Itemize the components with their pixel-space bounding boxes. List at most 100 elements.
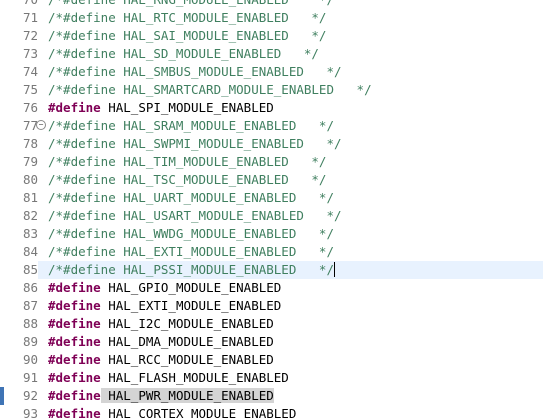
code-text: /*#define HAL_SAI_MODULE_ENABLED */ — [48, 27, 326, 45]
code-line[interactable]: 76 #define HAL_SPI_MODULE_ENABLED — [0, 99, 543, 117]
code-text: /*#define HAL_PSSI_MODULE_ENABLED */ — [48, 261, 335, 279]
code-text: /*#define HAL_RTC_MODULE_ENABLED */ — [48, 9, 326, 27]
code-text: #define HAL_DMA_MODULE_ENABLED — [48, 333, 274, 351]
code-text: #define HAL_CORTEX_MODULE_ENABLED — [48, 405, 296, 419]
comment-text: /*#define HAL_RTC_MODULE_ENABLED */ — [48, 10, 327, 25]
occurrence-marker — [0, 387, 4, 405]
comment-text: /*#define HAL_SD_MODULE_ENABLED */ — [48, 46, 319, 61]
line-number: 76 — [22, 100, 38, 115]
code-line[interactable]: 73/*#define HAL_SD_MODULE_ENABLED */ — [0, 45, 543, 63]
code-line[interactable]: 81 /*#define HAL_UART_MODULE_ENABLED */ — [0, 189, 543, 207]
comment-text: /*#define HAL_EXTI_MODULE_ENABLED */ — [48, 244, 334, 259]
line-number: 80 — [22, 172, 38, 187]
code-line[interactable]: 86 #define HAL_GPIO_MODULE_ENABLED — [0, 279, 543, 297]
keyword-define: #define — [48, 280, 101, 295]
code-line[interactable]: 92 #define HAL_PWR_MODULE_ENABLED — [0, 387, 543, 405]
macro-name: HAL_CORTEX_MODULE_ENABLED — [100, 406, 297, 419]
keyword-define: #define — [48, 334, 101, 349]
line-number: 84 — [22, 244, 38, 259]
code-text: #define HAL_PWR_MODULE_ENABLED — [48, 387, 274, 405]
code-text: /*#define HAL_EXTI_MODULE_ENABLED */ — [48, 243, 334, 261]
comment-text: /*#define HAL_SRAM_MODULE_ENABLED */ — [48, 118, 334, 133]
line-number: 82 — [22, 208, 38, 223]
line-number: 89 — [22, 334, 38, 349]
code-line[interactable]: 75 /*#define HAL_SMARTCARD_MODULE_ENABLED… — [0, 81, 543, 99]
line-number: 70 — [0, 0, 38, 9]
code-line[interactable]: 93 #define HAL_CORTEX_MODULE_ENABLED — [0, 405, 543, 419]
code-line[interactable]: 71 /*#define HAL_RTC_MODULE_ENABLED */ — [0, 9, 543, 27]
code-text: #define HAL_FLASH_MODULE_ENABLED — [48, 369, 289, 387]
code-text: #define HAL_EXTI_MODULE_ENABLED — [48, 297, 281, 315]
macro-name: HAL_I2C_MODULE_ENABLED — [100, 316, 274, 331]
comment-text: /*#define HAL_PSSI_MODULE_ENABLED */ — [48, 262, 334, 277]
line-number: 81 — [22, 190, 38, 205]
code-text: /*#define HAL_WWDG_MODULE_ENABLED */ — [48, 225, 334, 243]
macro-name: HAL_DMA_MODULE_ENABLED — [100, 334, 274, 349]
macro-name: HAL_FLASH_MODULE_ENABLED — [100, 370, 289, 385]
code-line[interactable]: 77−/*#define HAL_SRAM_MODULE_ENABLED */ — [0, 117, 543, 135]
line-number: 78 — [22, 136, 38, 151]
code-line[interactable]: 80 /*#define HAL_TSC_MODULE_ENABLED */ — [0, 171, 543, 189]
code-line[interactable]: 70 /*#define HAL_RNG_MODULE_ENABLED */ — [0, 0, 543, 9]
code-line[interactable]: 82 /*#define HAL_USART_MODULE_ENABLED */ — [0, 207, 543, 225]
code-text: #define HAL_SPI_MODULE_ENABLED — [48, 99, 274, 117]
comment-text: /*#define HAL_SWPMI_MODULE_ENABLED */ — [48, 136, 342, 151]
comment-text: /*#define HAL_USART_MODULE_ENABLED */ — [48, 208, 342, 223]
line-number: 92 — [22, 388, 38, 403]
code-line[interactable]: 89 #define HAL_DMA_MODULE_ENABLED — [0, 333, 543, 351]
macro-name: HAL_EXTI_MODULE_ENABLED — [100, 298, 282, 313]
code-text: #define HAL_RCC_MODULE_ENABLED — [48, 351, 274, 369]
line-number: 87 — [22, 298, 38, 313]
code-text: #define HAL_GPIO_MODULE_ENABLED — [48, 279, 281, 297]
code-line[interactable]: 91 #define HAL_FLASH_MODULE_ENABLED — [0, 369, 543, 387]
code-text: /*#define HAL_TIM_MODULE_ENABLED */ — [48, 153, 326, 171]
code-line[interactable]: 74 /*#define HAL_SMBUS_MODULE_ENABLED */ — [0, 63, 543, 81]
code-line[interactable]: 84 /*#define HAL_EXTI_MODULE_ENABLED */ — [0, 243, 543, 261]
code-text: /*#define HAL_SWPMI_MODULE_ENABLED */ — [48, 135, 342, 153]
fold-collapse-icon[interactable]: − — [36, 120, 46, 130]
code-text: /*#define HAL_USART_MODULE_ENABLED */ — [48, 207, 342, 225]
code-text: #define HAL_I2C_MODULE_ENABLED — [48, 315, 274, 333]
comment-text: /*#define HAL_SMARTCARD_MODULE_ENABLED *… — [48, 82, 372, 97]
code-line[interactable]: 83 /*#define HAL_WWDG_MODULE_ENABLED */ — [0, 225, 543, 243]
code-text: /*#define HAL_RNG_MODULE_ENABLED */ — [48, 0, 334, 9]
code-line[interactable]: 87 #define HAL_EXTI_MODULE_ENABLED — [0, 297, 543, 315]
keyword-define: #define — [48, 388, 101, 403]
keyword-define: #define — [48, 298, 101, 313]
text-caret — [333, 262, 335, 277]
keyword-define: #define — [48, 406, 101, 419]
code-line[interactable]: 72/*#define HAL_SAI_MODULE_ENABLED */ — [0, 27, 543, 45]
line-number: 90 — [22, 352, 38, 367]
code-line[interactable]: 85 /*#define HAL_PSSI_MODULE_ENABLED */ — [0, 261, 543, 279]
macro-name: HAL_SPI_MODULE_ENABLED — [100, 100, 274, 115]
comment-text: /*#define HAL_TSC_MODULE_ENABLED */ — [48, 172, 327, 187]
comment-text: /*#define HAL_UART_MODULE_ENABLED */ — [48, 190, 334, 205]
line-number: 71 — [22, 10, 38, 25]
highlighted-identifier: HAL_PWR_MODULE_ENABLED — [100, 388, 274, 403]
comment-text: /*#define HAL_TIM_MODULE_ENABLED */ — [48, 154, 327, 169]
line-number: 77 — [22, 118, 38, 133]
line-number: 91 — [22, 370, 38, 385]
line-number: 74 — [22, 64, 38, 79]
line-number: 83 — [22, 226, 38, 241]
code-text: /*#define HAL_SMBUS_MODULE_ENABLED */ — [48, 63, 342, 81]
line-number: 93 — [22, 406, 38, 419]
macro-name: HAL_GPIO_MODULE_ENABLED — [100, 280, 282, 295]
keyword-define: #define — [48, 100, 101, 115]
line-number: 85 — [0, 261, 38, 279]
code-text: /*#define HAL_UART_MODULE_ENABLED */ — [48, 189, 334, 207]
code-text: /*#define HAL_SD_MODULE_ENABLED */ — [48, 45, 319, 63]
code-text: /*#define HAL_SRAM_MODULE_ENABLED */ — [48, 117, 334, 135]
line-number: 75 — [22, 82, 38, 97]
line-number: 79 — [22, 154, 38, 169]
comment-text: /*#define HAL_SMBUS_MODULE_ENABLED */ — [48, 64, 342, 79]
code-text: /*#define HAL_TSC_MODULE_ENABLED */ — [48, 171, 326, 189]
keyword-define: #define — [48, 316, 101, 331]
code-line[interactable]: 79 /*#define HAL_TIM_MODULE_ENABLED */ — [0, 153, 543, 171]
code-line[interactable]: 88#define HAL_I2C_MODULE_ENABLED — [0, 315, 543, 333]
code-line[interactable]: 90 #define HAL_RCC_MODULE_ENABLED — [0, 351, 543, 369]
line-number: 86 — [22, 280, 38, 295]
code-line[interactable]: 78 /*#define HAL_SWPMI_MODULE_ENABLED */ — [0, 135, 543, 153]
comment-text: /*#define HAL_SAI_MODULE_ENABLED */ — [48, 28, 327, 43]
